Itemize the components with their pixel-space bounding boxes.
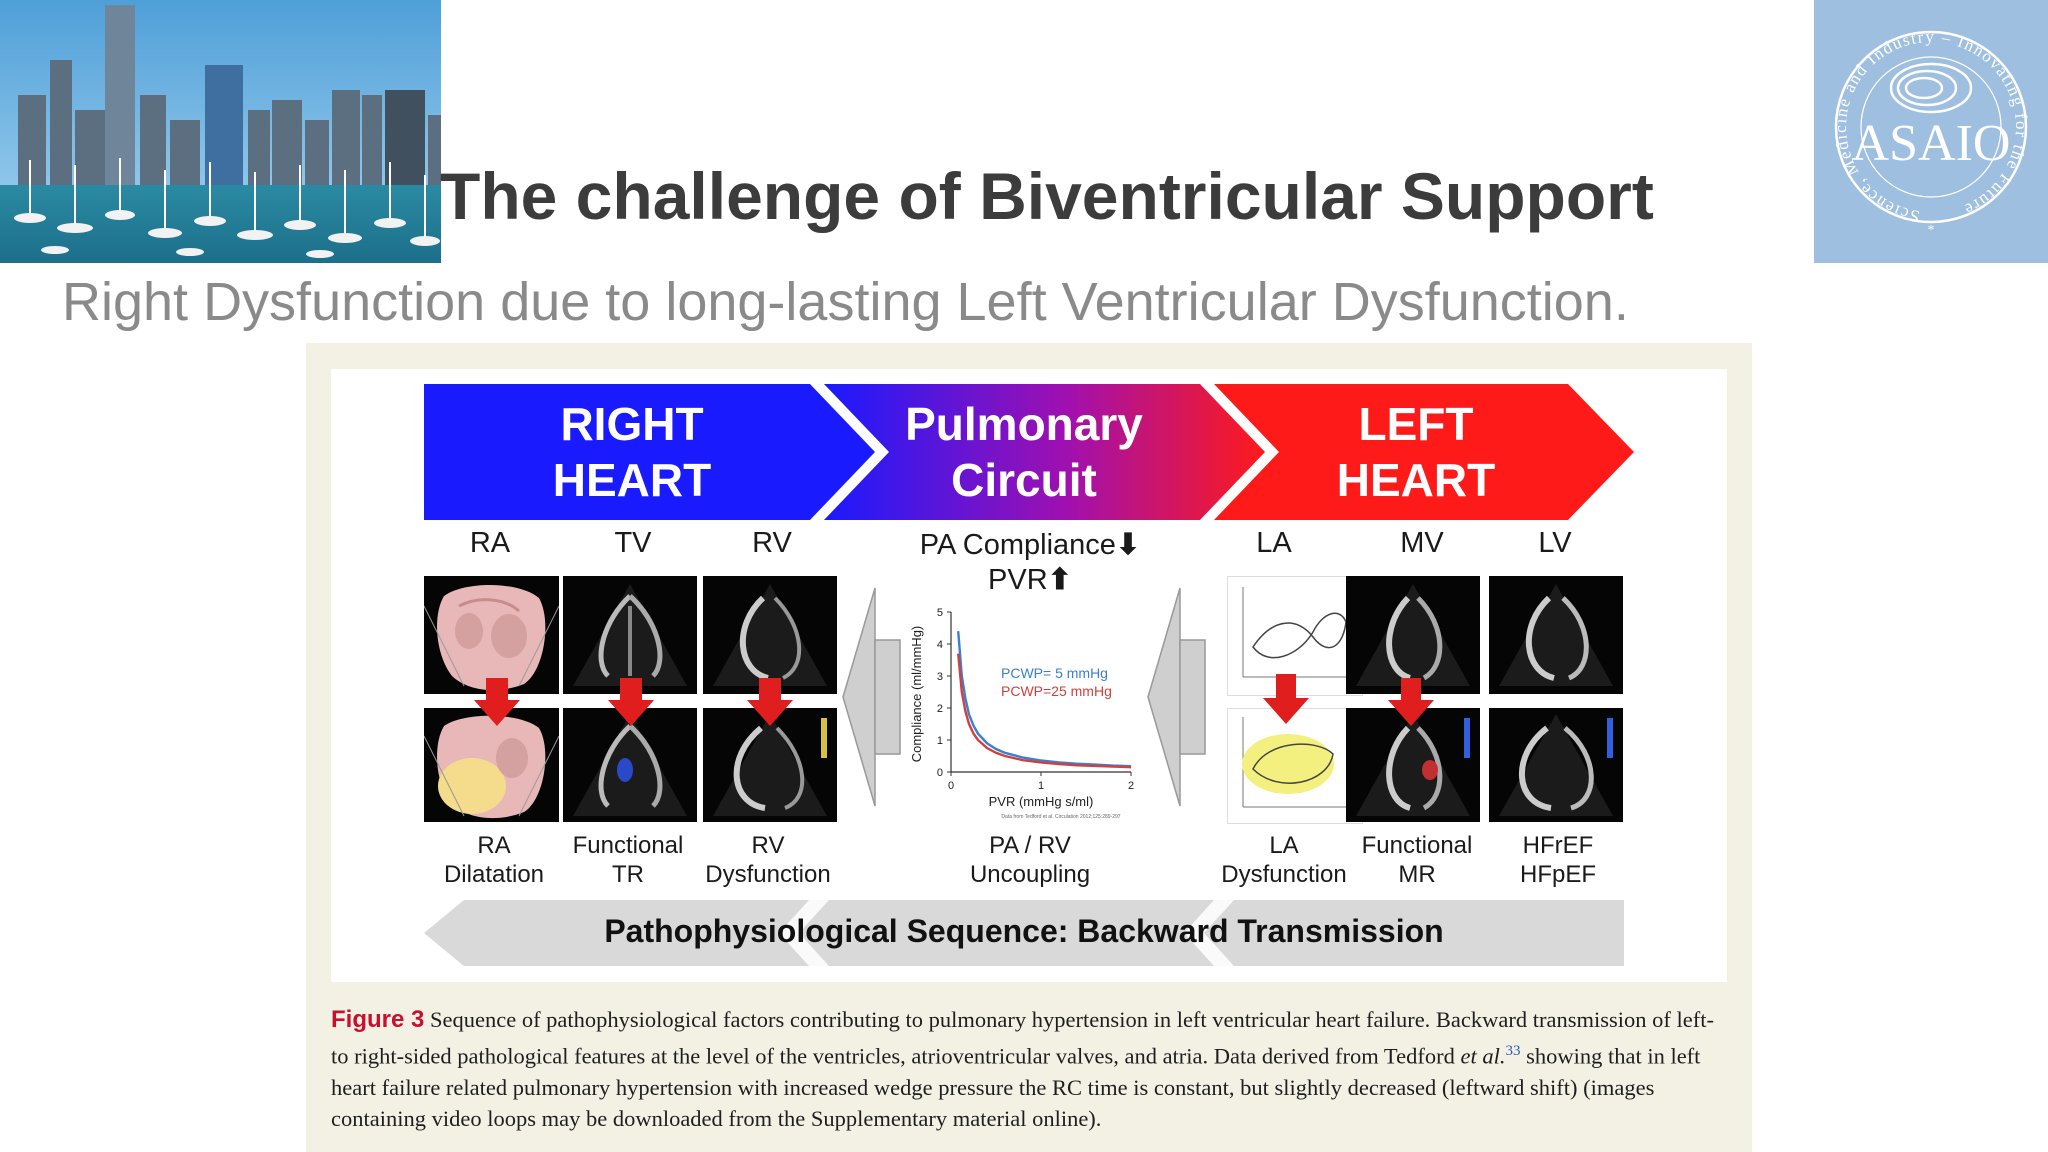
caption-reference: 33 xyxy=(1505,1042,1521,1059)
figure-caption: Figure 3 Sequence of pathophysiological … xyxy=(331,1004,1727,1135)
bottom-label-ra-line2: Dilatation xyxy=(443,861,545,888)
figure-number: Figure 3 xyxy=(331,1006,425,1033)
bottom-label-mr-line1: Functional xyxy=(1361,832,1473,859)
ra-normal-illustration xyxy=(424,576,559,694)
tv-echo-regurgitation xyxy=(563,708,697,822)
bottom-label-tr-line2: TR xyxy=(612,861,644,888)
chart-y-tick-label: 1 xyxy=(937,735,943,747)
chart-x-tick-label: 1 xyxy=(1038,780,1044,792)
caption-text-b: showing that in left heart failure relat… xyxy=(331,1043,1701,1131)
chart-series-line-1 xyxy=(957,653,1132,769)
bottom-label-hf-line2: HFpEF xyxy=(1519,861,1596,888)
grey-arrow-right-center-shaft xyxy=(1179,639,1206,755)
backward-transmission-arrow xyxy=(424,900,1624,966)
pvr-text: PVR xyxy=(988,564,1048,596)
label-rv: RV xyxy=(752,527,792,559)
banner-right-line1: RIGHT xyxy=(560,398,703,450)
ra-dilated-illustration xyxy=(424,708,559,822)
banner-left-line1: LEFT xyxy=(1359,398,1474,450)
chart-source-note: Data from Tedford et al. Circulation 201… xyxy=(1001,814,1120,820)
asaio-logo: Science, Medicine and Industry – Innovat… xyxy=(1814,0,2048,263)
chart-x-tick-label: 0 xyxy=(948,780,954,792)
lv-echo-heart-failure xyxy=(1489,708,1623,822)
mv-echo-normal xyxy=(1346,576,1480,694)
rv-echo-dysfunction xyxy=(703,708,837,822)
label-mv: MV xyxy=(1400,527,1444,559)
label-tv: TV xyxy=(614,527,652,559)
city-skyline-image xyxy=(0,0,441,263)
grey-arrow-right-center xyxy=(1147,587,1181,807)
legend-pcwp-5: PCWP= 5 mmHg xyxy=(1001,665,1108,681)
chart-series-line-0 xyxy=(957,631,1132,768)
svg-text:*: * xyxy=(1928,223,1935,238)
red-arrow-rv xyxy=(747,678,793,726)
banner-middle-line2: Circuit xyxy=(951,454,1097,506)
grey-arrow-left-center-shaft xyxy=(874,639,901,755)
chart-y-axis-label: Compliance (ml/mmHg) xyxy=(909,626,924,763)
bottom-label-tr: Functional TR xyxy=(558,831,698,889)
chart-y-tick-label: 2 xyxy=(937,703,943,715)
tv-echo-normal xyxy=(563,576,697,694)
bottom-label-la-line2: Dysfunction xyxy=(1221,861,1347,888)
left-heart-chevron xyxy=(1214,384,1634,520)
chart-x-axis-label: PVR (mmHg s/ml) xyxy=(989,794,1094,809)
label-ra: RA xyxy=(469,527,511,559)
label-pvr: PVR⬆ xyxy=(960,562,1100,597)
bottom-label-mr-line2: MR xyxy=(1398,861,1436,888)
bottom-label-mr: Functional MR xyxy=(1347,831,1487,889)
arrow-down-icon: ⬇ xyxy=(1115,529,1141,561)
heart-circuit-banner: RIGHT HEART Pulmonary Circuit LEFT HEART xyxy=(424,384,1634,520)
rv-echo-normal xyxy=(703,576,837,694)
chart-y-tick-label: 0 xyxy=(937,767,943,779)
caption-text-a: Sequence of pathophysiological factors c… xyxy=(331,1007,1714,1068)
right-heart-chevron xyxy=(424,384,875,520)
red-arrow-ra xyxy=(474,678,520,726)
backward-transmission-label: Pathophysiological Sequence: Backward Tr… xyxy=(604,913,1444,949)
red-arrow-tv xyxy=(608,678,654,726)
chart-x-tick-label: 2 xyxy=(1128,780,1134,792)
label-lv: LV xyxy=(1538,527,1572,559)
banner-left-line2: HEART xyxy=(1337,454,1495,506)
bottom-label-rv: RV Dysfunction xyxy=(698,831,838,889)
compliance-pvr-chart: 0 1 2 3 4 5 0 1 2 Compliance (ml/mmHg) PVR (mmHg… xyxy=(909,607,1134,820)
bottom-label-rv-line2: Dysfunction xyxy=(705,861,831,888)
arrow-up-icon: ⬆ xyxy=(1047,564,1072,596)
bottom-label-hf-line1: HFrEF xyxy=(1522,832,1594,859)
caption-et-al: et al. xyxy=(1460,1043,1506,1068)
slide-subtitle: Right Dysfunction due to long-lasting Le… xyxy=(62,272,1629,332)
bottom-label-rv-line1: RV xyxy=(751,832,785,859)
chart-y-tick-label: 4 xyxy=(937,639,943,651)
red-arrow-la xyxy=(1263,674,1309,724)
bottom-label-tr-line1: Functional xyxy=(572,832,684,859)
chart-y-tick-label: 3 xyxy=(937,671,943,683)
chart-lines xyxy=(957,631,1132,769)
pulmonary-circuit-chevron xyxy=(824,384,1265,520)
bottom-label-hf: HFrEF HFpEF xyxy=(1488,831,1628,889)
pa-compliance-text: PA Compliance xyxy=(919,529,1116,561)
red-arrow-mv xyxy=(1388,678,1434,726)
chart-axes: 0 1 2 3 4 5 0 1 2 xyxy=(937,607,1134,792)
slide-title: The challenge of Biventricular Support xyxy=(440,159,1654,233)
grey-arrow-left-center xyxy=(842,587,876,807)
logo-wordmark: ASAIO xyxy=(1852,115,2011,172)
bottom-label-ra: RA Dilatation xyxy=(424,831,564,889)
bottom-label-parv-line1: PA / RV xyxy=(989,832,1071,859)
mv-echo-regurgitation xyxy=(1346,708,1480,822)
bottom-label-la-line1: LA xyxy=(1269,832,1299,859)
banner-right-line2: HEART xyxy=(553,454,711,506)
chart-y-tick-label: 5 xyxy=(937,607,943,619)
lv-echo-normal xyxy=(1489,576,1623,694)
bottom-label-parv: PA / RV Uncoupling xyxy=(960,831,1100,889)
bottom-label-ra-line1: RA xyxy=(477,832,511,859)
banner-middle-line1: Pulmonary xyxy=(905,398,1143,450)
bottom-label-parv-line2: Uncoupling xyxy=(969,861,1091,888)
label-pa-compliance: PA Compliance⬇ xyxy=(890,527,1170,562)
label-la: LA xyxy=(1256,527,1292,559)
bottom-label-la: LA Dysfunction xyxy=(1214,831,1354,889)
legend-pcwp-25: PCWP=25 mmHg xyxy=(1001,683,1112,699)
